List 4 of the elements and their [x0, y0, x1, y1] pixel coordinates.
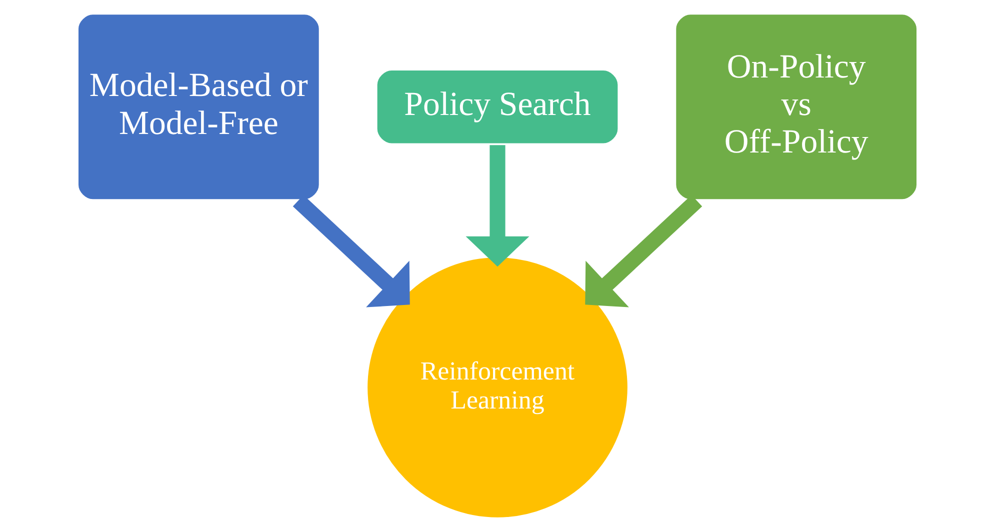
arrow — [466, 145, 530, 267]
node-box: On-Policy vs Off-Policy — [674, 12, 920, 202]
node-box: Model-Based or Model-Free — [76, 12, 322, 202]
node-box: Policy Search — [374, 68, 620, 146]
